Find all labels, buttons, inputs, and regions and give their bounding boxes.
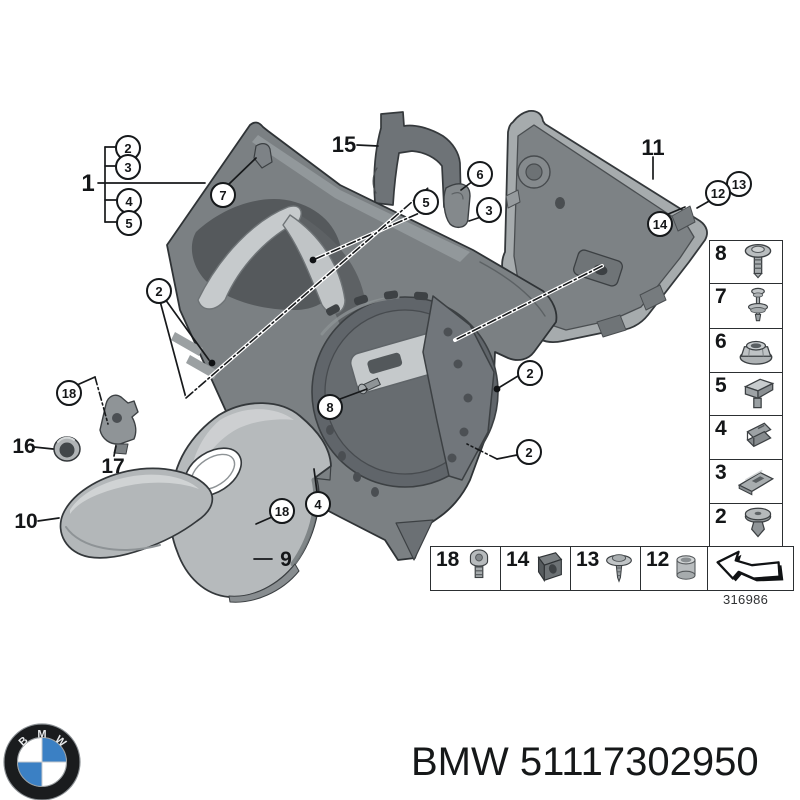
legend-number: 4 [715,417,727,441]
diagram-number: 316986 [723,592,769,607]
callout-7: 7 [210,182,236,208]
callout-18b: 18 [269,498,295,524]
legend-number: 13 [576,547,600,571]
callout-6: 6 [467,161,493,187]
legend-number: 2 [715,505,727,528]
legend-number: 12 [646,547,670,571]
legend-cell-8: 8 [709,240,783,285]
flange-screw-icon [744,243,772,278]
logo-letter-m: M [37,729,46,741]
part-label-16: 16 [12,435,36,458]
callout-13: 13 [726,171,752,197]
callout-3b: 3 [476,197,502,223]
part-10-armrest-pad [59,467,214,559]
legend-number: 5 [715,374,727,397]
bmw-logo: B M W [3,723,81,800]
washer-screw-icon [605,554,632,583]
legend-number: 8 [715,242,727,265]
legend-cell-arrow [706,545,794,591]
legend-cell-18: 18 [430,545,502,591]
legend-cell-14: 14 [500,545,572,591]
legend-number: 18 [436,547,460,571]
callout-2c: 2 [517,360,543,386]
part-label-11: 11 [641,135,665,160]
clip-target-7 [253,143,273,169]
legend-cell-13: 13 [570,545,642,591]
t-clip-icon [743,378,775,409]
callout-5: 5 [116,210,142,236]
part-17-bracket [99,394,139,455]
legend-cell-12: 12 [640,545,708,591]
callout-3: 3 [115,154,141,180]
expansion-rivet-icon [747,288,769,322]
legend-cell-7: 7 [709,283,783,330]
callout-2d: 2 [516,439,542,465]
dash-dot-leaders [94,186,604,460]
part-label-17: 17 [101,455,125,478]
part-label-9: 9 [280,548,292,571]
callout-8: 8 [317,394,343,420]
legend-number: 3 [715,461,727,484]
legend-cell-6: 6 [709,328,783,374]
legend-number: 14 [506,547,530,571]
speed-nut-icon [737,469,775,496]
callout-5b: 5 [413,189,439,215]
metal-clip-icon [746,422,772,448]
part-label-1: 1 [81,170,95,197]
callout-12: 12 [705,180,731,206]
fastener-position-dots [208,256,501,393]
legend-number: 7 [715,285,727,309]
flange-nut-icon [739,340,773,365]
callout-18: 18 [56,380,82,406]
callout-2b: 2 [146,278,172,304]
legend-cell-2: 2 [709,503,783,548]
callout-4b: 4 [305,491,331,517]
direction-arrow-icon [716,550,784,581]
legend-cell-3: 3 [709,459,783,505]
part-label-10: 10 [14,510,38,533]
torx-screw-icon [469,549,488,579]
legend-cell-5: 5 [709,372,783,417]
part-label-15: 15 [331,132,357,157]
push-rivet-icon [744,507,772,538]
part-16-grommet [53,436,81,462]
legend-number: 6 [715,330,727,353]
j-clip-icon [537,552,562,583]
part-number-text: BMW 51117302950 [411,740,759,784]
legend-cell-4: 4 [709,415,783,461]
callout-14: 14 [647,211,673,237]
spacer-sleeve-icon [676,555,696,580]
clip-target-6-3 [443,183,471,229]
